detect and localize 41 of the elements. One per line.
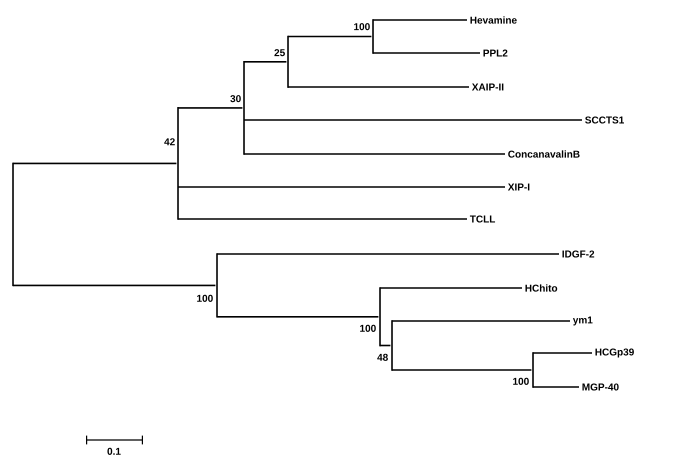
leaf-label: XAIP-II <box>472 84 504 90</box>
scale-label: 0.1 <box>107 448 121 455</box>
bootstrap-value: 100 <box>354 23 370 30</box>
tree-branch <box>373 52 480 54</box>
tree-branch <box>178 186 505 188</box>
tree-branch <box>217 316 378 318</box>
leaf-label: IDGF-2 <box>562 250 594 258</box>
bootstrap-value: 100 <box>513 378 529 385</box>
tree-branch <box>380 344 390 346</box>
tree-branch <box>178 218 467 220</box>
leaf-label: ym1 <box>572 316 593 326</box>
tree-branch <box>178 107 242 109</box>
leaf-label: HChito <box>525 284 558 292</box>
tree-branch <box>217 253 559 255</box>
tree-branch <box>533 352 592 354</box>
tree-branch <box>288 36 372 38</box>
leaf-label: ConcanavalinB <box>508 150 580 158</box>
tree-branch <box>13 162 176 164</box>
tree-branch <box>533 386 579 388</box>
bootstrap-value: 25 <box>274 49 285 56</box>
leaf-label: PPL2 <box>483 50 508 56</box>
tree-branch <box>380 287 522 289</box>
tree-branch <box>244 153 505 155</box>
tree-branch <box>392 369 532 371</box>
bootstrap-value: 48 <box>377 354 388 361</box>
tree-branch <box>392 320 570 322</box>
leaf-label: HCGp39 <box>595 348 634 358</box>
bootstrap-value: 100 <box>197 294 213 302</box>
tree-branch <box>13 284 216 286</box>
tree-branch <box>244 119 582 121</box>
leaf-label: MGP-40 <box>582 383 619 391</box>
tree-branch <box>373 19 467 21</box>
bootstrap-value: 42 <box>164 138 175 146</box>
tree-branch <box>288 86 469 88</box>
leaf-label: TCLL <box>470 215 496 223</box>
bootstrap-value: 100 <box>360 324 376 332</box>
bootstrap-value: 30 <box>230 95 241 102</box>
leaf-label: Hevamine <box>470 16 517 24</box>
tree-branch <box>244 61 286 63</box>
leaf-label: SCCTS1 <box>585 116 624 124</box>
leaf-label: XIP-I <box>508 184 530 190</box>
